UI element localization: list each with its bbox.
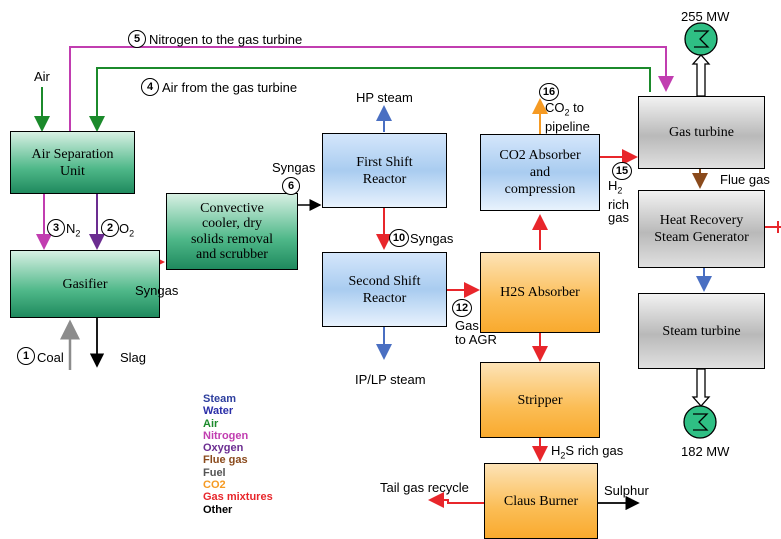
gasifier-box: Gasifier [10, 250, 160, 318]
stream-1-label: Coal [37, 350, 64, 365]
legend-item-air: Air [203, 417, 219, 430]
power-top-label: 255 MW [681, 9, 730, 24]
flue-gas-label: Flue gas [720, 172, 770, 187]
stream-16-marker: 16 [539, 83, 559, 101]
slag-label: Slag [120, 350, 147, 365]
nitrogen-line [69, 46, 674, 137]
power-bottom-label: 182 MW [681, 444, 730, 459]
legend-item-other: Other [203, 503, 233, 516]
gas-turbine-box: Gas turbine [638, 96, 765, 169]
legend-item-water: Water [203, 405, 234, 418]
legend-item-steam: Steam [203, 393, 237, 405]
convective-cooler-box: Convective cooler, dry solids removal an… [166, 193, 298, 270]
stream-15-marker: 15 [612, 162, 632, 180]
air-separation-unit-box: Air Separation Unit [10, 131, 135, 194]
stream-2-label: O2 [119, 221, 135, 239]
legend-item-flue-gas: Flue gas [203, 454, 248, 467]
stream-2-marker: 2 [101, 219, 119, 237]
legend-item-oxygen: Oxygen [203, 442, 244, 455]
stream-6-label: Syngas [272, 160, 316, 175]
stream-15-label: H2 rich gas [608, 178, 629, 225]
shaft-bottom-arrow [691, 368, 711, 407]
generator-top-icon [684, 22, 718, 56]
legend-item-gas-mixtures: Gas mixtures [203, 491, 273, 504]
shaft-top-arrow [691, 54, 711, 97]
first-shift-reactor-box: First Shift Reactor [322, 133, 447, 208]
steam-turbine-box: Steam turbine [638, 293, 765, 369]
ip-lp-steam-label: IP/LP steam [355, 372, 426, 387]
stream-5-marker: 5 [128, 30, 146, 48]
tail-gas-label: Tail gas recycle [380, 480, 469, 495]
tail-gas-line [428, 492, 484, 508]
stream-3-marker: 3 [47, 219, 65, 237]
stream-12-marker: 12 [452, 299, 472, 317]
air-line [89, 67, 651, 132]
legend-item-nitrogen: Nitrogen [203, 429, 249, 442]
stream-16-label: CO2 to pipeline [545, 100, 590, 134]
stream-6-marker: 6 [282, 177, 300, 195]
stream-1-marker: 1 [17, 347, 35, 365]
stream-10-marker: 10 [389, 229, 409, 247]
claus-burner-box: Claus Burner [484, 463, 598, 539]
legend-item-co2: CO2 [203, 479, 226, 492]
legend: Steam Water Air Nitrogen Oxygen Flue gas… [203, 393, 273, 516]
h2s-absorber-box: H2S Absorber [480, 252, 600, 333]
stream-10-label: Syngas [410, 231, 454, 246]
stream-4-label: Air from the gas turbine [162, 80, 298, 95]
hp-steam-label: HP steam [356, 90, 413, 105]
legend-item-fuel: Fuel [203, 466, 226, 479]
h2s-rich-gas-label: H2S rich gas [551, 443, 624, 461]
sulphur-label: Sulphur [604, 483, 649, 498]
stream-3-label: N2 [66, 221, 81, 239]
stream-12-label: Gas to AGR [455, 318, 497, 347]
co2-absorber-box: CO2 Absorber and compression [480, 134, 600, 211]
stripper-box: Stripper [480, 362, 600, 438]
stream-5-label: Nitrogen to the gas turbine [149, 32, 303, 47]
hrsg-box: Heat Recovery Steam Generator [638, 190, 765, 268]
stream-4-marker: 4 [141, 78, 159, 96]
generator-bottom-icon [683, 405, 717, 439]
air-label: Air [34, 69, 50, 84]
second-shift-reactor-box: Second Shift Reactor [322, 252, 447, 327]
gasifier-syngas-label: Syngas [135, 283, 179, 298]
